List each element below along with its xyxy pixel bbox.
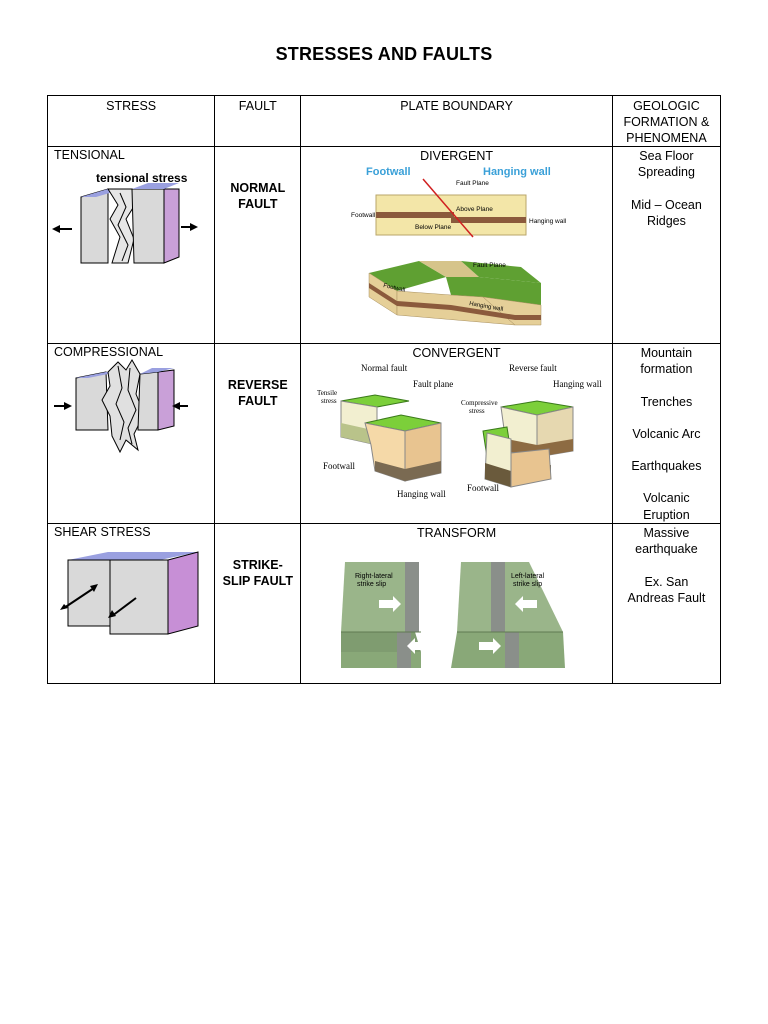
geologic-item: formation [640,362,693,377]
tensile-label: Tensile [317,389,337,397]
compressional-stress-diagram [54,359,188,454]
right-lateral-label: Right-lateral [355,573,393,580]
spacer [613,442,720,458]
header-row: STRESS FAULT PLATE BOUNDARY GEOLOGIC FOR… [46,95,722,147]
shear-stress-diagram [60,551,199,635]
geologic-item: Andreas Fault [627,590,706,605]
right-lateral-label: strike slip [357,581,386,588]
footwall-title: Footwall [366,166,411,178]
header-geologic-line: PHENOMENA [626,131,707,145]
plate-boundary-cell: CONVERGENT Normal fault Reverse fault Fa… [300,342,613,525]
fault-cell: STRIKE- SLIP FAULT [214,523,302,685]
geologic-item: Earthquakes [631,459,702,474]
boundary-label: DIVERGENT [420,149,494,163]
hanging-wall-label: Hanging wall [553,379,602,389]
header-geologic-line: GEOLOGIC [633,99,700,113]
reverse-fault-label: Reverse fault [509,363,557,373]
stress-label: TENSIONAL [54,148,125,162]
fault-name-line: REVERSE [227,378,288,392]
fault-name-line: STRIKE- [232,558,283,573]
normal-fault-label: Normal fault [361,363,408,373]
fault-name-line: FAULT [238,394,278,408]
header-geologic-line: FORMATION & [623,115,710,129]
geologic-item: Mountain [640,346,693,360]
hanging-wall-title: Hanging wall [483,166,551,178]
fault-name-line: NORMAL [230,181,286,195]
geologic-item: Ex. San [644,574,689,589]
fault-plane-label: Fault Plane [456,180,489,187]
tensile-label: stress [321,397,337,405]
header-plate-boundary: PLATE BOUNDARY [300,95,613,147]
boundary-label: TRANSFORM [417,526,497,541]
convergent-diagram: Normal fault Reverse fault Fault plane H… [317,363,602,499]
geologic-item: Sea Floor [639,149,694,163]
fault-cell: NORMAL FAULT [214,146,302,344]
header-geologic: GEOLOGIC FORMATION & PHENOMENA [611,95,722,147]
fault-cell: REVERSE FAULT [214,342,302,525]
compressive-label: stress [469,407,485,415]
fault-plane-label: Fault plane [413,379,453,389]
geologic-item: Massive [643,526,690,541]
stress-label: SHEAR STRESS [54,525,151,540]
spacer [613,410,720,426]
geologic-item: Eruption [643,507,690,522]
plate-boundary-cell: TRANSFORM Right-lateral strike slip [300,523,613,685]
boundary-label: CONVERGENT [412,346,501,360]
hanging-wall-bottom-label: Hanging wall [397,489,446,499]
page-title: STRESSES AND FAULTS [275,44,493,64]
above-plane-label: Above Plane [456,206,493,213]
geologic-item: Volcanic Arc [632,426,701,441]
left-lateral-label: strike slip [513,581,542,588]
below-plane-label: Below Plane [415,224,452,231]
stress-cell: SHEAR STRESS [46,523,216,685]
stress-cell: TENSIONAL tensional stress [46,146,216,344]
geologic-item: Trenches [640,394,693,409]
stress-label: COMPRESSIONAL [54,345,164,359]
geologic-item: Volcanic [643,491,690,506]
left-lateral-label: Left-lateral [511,573,545,580]
hanging-wall-label: Hanging wall [529,218,567,225]
table-row: COMPRESSIONAL REVERSE FAULT [46,342,722,525]
footwall-label: Footwall [351,212,376,219]
footwall-3d-label: Footwall [383,283,406,294]
spacer [613,558,720,574]
divergent-diagram: Footwall Hanging wall Fault Plane Footwa… [351,166,567,326]
diagram-label: tensional stress [96,171,188,185]
table-row: SHEAR STRESS STRIKE- SLIP FAULT TRANSFOR [46,523,722,685]
fault-name: STRIKE- SLIP FAULT [215,557,300,589]
spacer [613,181,720,197]
compressive-label: Compressive [461,399,498,407]
fault-name: REVERSE FAULT [215,377,300,409]
geologic-item: Mid – Ocean [630,197,702,212]
geologic-item: Ridges [646,213,686,228]
footwall-label: Footwall [323,461,356,471]
stress-cell: COMPRESSIONAL [46,342,216,525]
spacer [613,378,720,394]
hanging-wall-3d-label: Hanging wall [469,301,504,313]
spacer [613,474,720,490]
fault-name: NORMAL FAULT [215,180,300,212]
fault-plane-3d-label: Fault Plane [473,262,506,269]
header-fault: FAULT [214,95,302,147]
geologic-item: Spreading [637,165,695,180]
footwall-label: Footwall [467,483,500,493]
fault-name-line: SLIP FAULT [222,574,293,589]
tensional-stress-diagram: tensional stress [52,171,198,264]
fault-name-line: FAULT [238,197,278,211]
header-stress: STRESS [46,95,216,147]
plate-boundary-cell: DIVERGENT Footwall Hanging wall Fault Pl… [300,146,613,344]
table-row: TENSIONAL tensional stress [46,146,722,344]
geologic-item: earthquake [635,542,698,557]
stresses-faults-table: STRESS FAULT PLATE BOUNDARY GEOLOGIC FOR… [46,95,722,685]
transform-diagram: Right-lateral strike slip Left-lateral s… [341,562,566,669]
